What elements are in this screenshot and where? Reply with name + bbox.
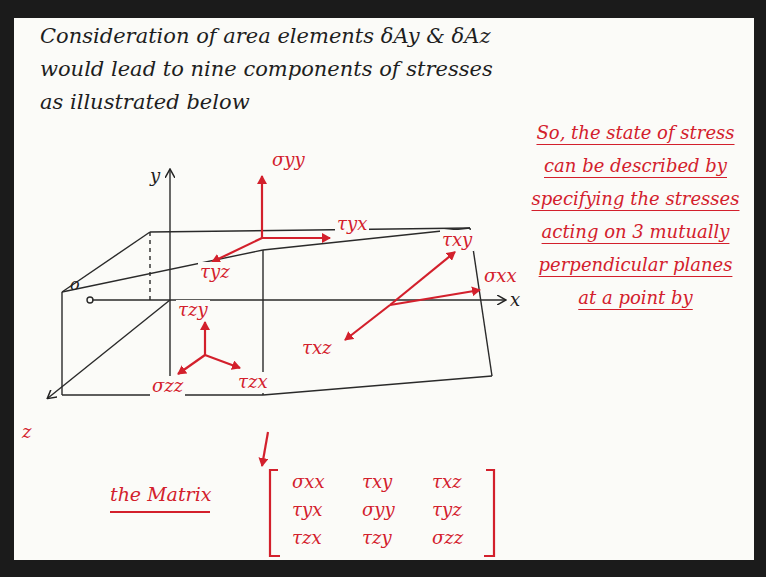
stress-label: σxx	[482, 266, 519, 287]
stress-label: σzz	[150, 376, 185, 397]
matrix-entry: σyy	[362, 500, 395, 521]
note-text: would lead to nine components of stresse…	[40, 57, 493, 81]
stress-label: σyy	[270, 150, 307, 171]
stress-label: τzy	[176, 300, 210, 321]
stress-label: τxy	[440, 230, 474, 251]
axis-label: z	[22, 422, 31, 443]
matrix-entry: τxz	[432, 472, 462, 493]
matrix-entry: τyz	[432, 500, 462, 521]
axis-label: y	[150, 166, 160, 187]
axis-label: x	[510, 290, 520, 311]
stress-label: τzx	[236, 372, 270, 393]
matrix-entry: τzx	[292, 528, 322, 549]
stress-label: τyx	[335, 214, 369, 235]
stress-label: τxz	[300, 338, 334, 359]
matrix-entry: σxx	[292, 472, 325, 493]
matrix-entry: τzy	[362, 528, 392, 549]
note-text: Consideration of area elements δAy & δAz	[40, 24, 491, 48]
matrix-entry: τxy	[362, 472, 392, 493]
stress-label: τyz	[198, 262, 232, 283]
matrix-entry: σzz	[432, 528, 463, 549]
axis-label: o	[70, 276, 80, 294]
matrix-entry: τyx	[292, 500, 322, 521]
note-text: as illustrated below	[40, 90, 250, 114]
matrix-caption: the Matrix	[110, 484, 211, 506]
explanation-text: So, the state of stress can be described…	[528, 116, 743, 314]
